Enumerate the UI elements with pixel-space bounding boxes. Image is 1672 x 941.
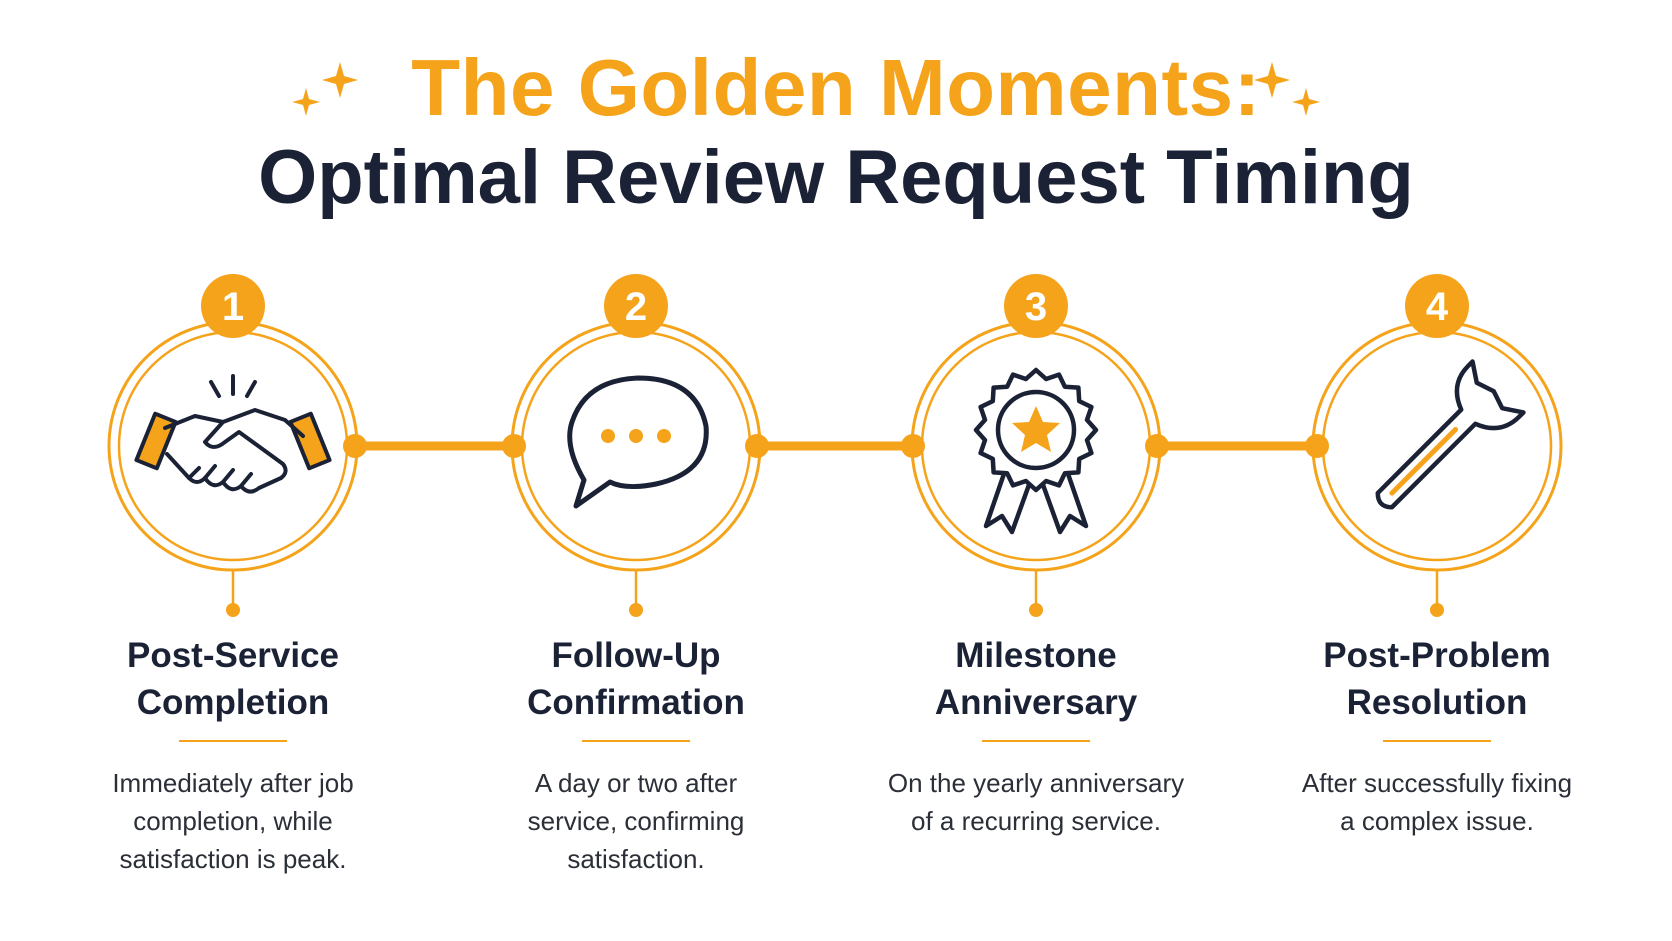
step-number: 3 bbox=[1025, 285, 1047, 329]
step-number: 1 bbox=[222, 285, 244, 329]
handshake-icon bbox=[134, 374, 332, 494]
step-divider bbox=[982, 740, 1090, 742]
sparkle-icon bbox=[1254, 62, 1320, 116]
step-number: 2 bbox=[625, 285, 647, 329]
step-divider bbox=[179, 740, 287, 742]
step-number-badge bbox=[201, 274, 265, 338]
step-4-graphic: 4 bbox=[1311, 274, 1563, 617]
chat-bubble-icon bbox=[567, 375, 709, 509]
step-1-graphic: 1 bbox=[107, 274, 359, 617]
step-number-badge bbox=[604, 274, 668, 338]
wrench-icon bbox=[1375, 359, 1526, 510]
award-ribbon-icon bbox=[973, 367, 1099, 535]
step-divider bbox=[1383, 740, 1491, 742]
step-number-badge bbox=[1004, 274, 1068, 338]
sparkle-icon bbox=[292, 62, 358, 116]
step-number-badge bbox=[1405, 274, 1469, 338]
step-number: 4 bbox=[1426, 285, 1449, 329]
step-divider bbox=[582, 740, 690, 742]
page-subtitle: Optimal Review Request Timing bbox=[258, 135, 1414, 220]
step-2-graphic: 2 bbox=[510, 274, 762, 617]
step-3-graphic: 3 bbox=[910, 274, 1162, 617]
page-title: The Golden Moments: bbox=[411, 43, 1261, 132]
